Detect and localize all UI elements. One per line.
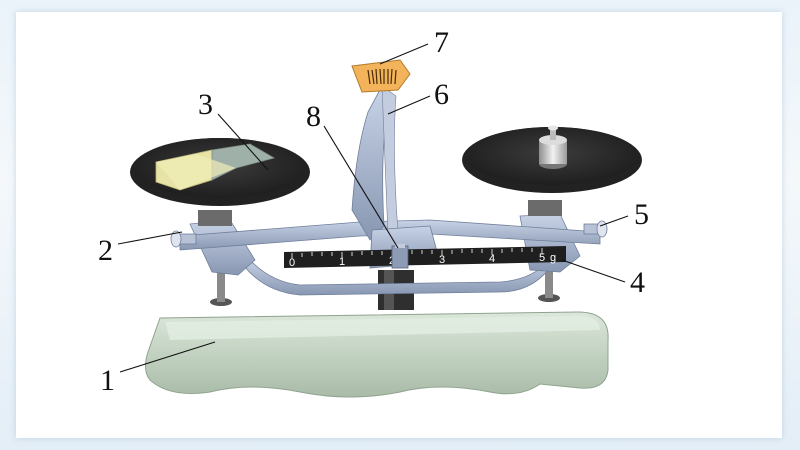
rider [391, 244, 409, 269]
scale-label-4: 4 [489, 253, 495, 265]
leader-line-1 [119, 341, 216, 373]
callout-2: 2 [98, 234, 113, 267]
index-plate [351, 59, 411, 93]
callout-4: 4 [630, 266, 645, 299]
right-balance-nut [583, 220, 608, 238]
leader-lines [117, 43, 629, 373]
scale-label-0: 0 [289, 257, 295, 269]
leader-line-5 [599, 215, 629, 227]
callout-5: 5 [634, 198, 649, 231]
leader-line-3 [217, 113, 269, 171]
ruler: 0 1 2 3 4 5 g [284, 246, 566, 269]
left-foot [210, 270, 232, 306]
leader-line-8 [323, 125, 399, 249]
scale-label-1: 1 [339, 256, 345, 268]
callout-7: 7 [434, 26, 449, 59]
left-balance-nut [170, 230, 197, 248]
index-plate-ticks [367, 68, 397, 85]
scale-label-3: 3 [439, 254, 445, 266]
sample-block [155, 143, 276, 191]
leader-line-7 [379, 43, 429, 65]
right-foot [538, 266, 560, 302]
callout-3: 3 [198, 88, 213, 121]
callout-1: 1 [100, 364, 115, 397]
counterweight [539, 125, 567, 169]
balance-base [144, 311, 609, 398]
leader-line-6 [387, 95, 431, 115]
leader-line-2 [117, 231, 183, 245]
leader-line-4 [561, 259, 626, 283]
callout-8: 8 [306, 100, 321, 133]
callout-6: 6 [434, 78, 449, 111]
pointer [351, 84, 399, 241]
scale-label-5: 5 [539, 252, 545, 264]
scale-unit: g [550, 252, 556, 264]
